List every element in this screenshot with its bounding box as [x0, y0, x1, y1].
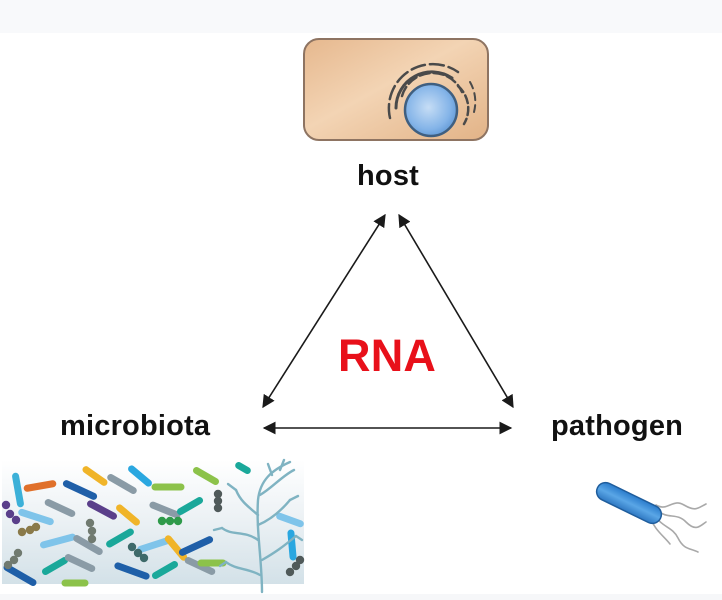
- microbe-rod: [137, 537, 171, 553]
- microbe-rod: [73, 535, 103, 555]
- microbe-rod: [44, 499, 76, 517]
- microbe-rod: [40, 533, 76, 549]
- microbiota-community-icon: [1, 458, 305, 594]
- hyphae-branch: [218, 560, 228, 568]
- hyphae-branch: [256, 460, 292, 594]
- microbe-rod: [12, 472, 24, 508]
- microbe-rod: [151, 561, 179, 579]
- microbe-rod: [235, 462, 251, 474]
- microbe-coccus: [31, 522, 41, 532]
- microbe-rod: [87, 500, 117, 520]
- microbe-rod: [106, 528, 134, 548]
- microbe-coccus: [17, 527, 27, 537]
- microbe-coccus: [87, 526, 97, 536]
- bottom-band: [0, 594, 722, 600]
- microbe-coccus: [3, 560, 13, 570]
- microbe-coccus: [5, 509, 15, 519]
- microbe-coccus: [127, 542, 137, 552]
- arrow-host-microbiota: [262, 213, 386, 409]
- microbe-coccus: [85, 518, 95, 528]
- microbe-rod: [18, 508, 54, 526]
- microbe-rod: [149, 501, 181, 519]
- hyphae-branch: [226, 482, 238, 492]
- microbe-rod: [287, 529, 297, 561]
- microbe-rod: [62, 480, 98, 500]
- microbe-coccus: [213, 503, 223, 513]
- microbe-rod: [64, 554, 96, 572]
- pathogen-label: pathogen: [551, 410, 684, 442]
- arrows: [262, 213, 514, 435]
- hyphae-branch: [288, 494, 300, 502]
- microbe-coccus: [213, 489, 223, 499]
- microbe-coccus: [133, 548, 143, 558]
- microbe-coccus: [291, 561, 301, 571]
- microbe-coccus: [13, 548, 23, 558]
- host-label: host: [357, 160, 420, 192]
- microbe-rod: [23, 480, 57, 492]
- microbe-rod: [276, 512, 304, 528]
- hyphae-branch: [294, 534, 304, 542]
- hyphae-branch: [260, 534, 298, 562]
- microbe-rod: [82, 466, 108, 486]
- hyphae-branch: [278, 458, 286, 472]
- microbe-coccus: [139, 553, 149, 563]
- hyphae-branch: [234, 488, 260, 517]
- microbe-coccus: [87, 534, 97, 544]
- microbe-coccus: [295, 555, 305, 565]
- microbe-coccus: [173, 516, 183, 526]
- bacterium-icon: [595, 481, 707, 553]
- microbe-rod: [116, 504, 140, 526]
- microbe-coccus: [285, 567, 295, 577]
- microbe-coccus: [1, 500, 11, 510]
- microbe-coccus: [9, 555, 19, 565]
- top-band: [0, 0, 722, 33]
- microbiota-label: microbiota: [60, 410, 211, 442]
- microbe-coccus: [157, 516, 167, 526]
- microbe-rod: [107, 474, 137, 494]
- microbe-coccus: [165, 516, 175, 526]
- microbe-coccus: [213, 496, 223, 506]
- microbe-rod: [192, 467, 220, 485]
- microbe-rod: [178, 536, 214, 556]
- microbe-rod: [176, 497, 204, 515]
- microbe-rod: [114, 562, 150, 580]
- arrow-host-pathogen: [398, 213, 514, 409]
- hyphae-branch: [266, 462, 274, 477]
- microbe-coccus: [11, 515, 21, 525]
- hyphae-branch: [256, 498, 292, 527]
- hyphae-branch: [258, 468, 296, 497]
- host-cell-icon: [303, 38, 489, 141]
- microbe-rod: [3, 564, 37, 586]
- rna-center-label: RNA: [338, 330, 437, 381]
- hyphae-branch: [224, 560, 262, 577]
- hyphae-branch: [220, 526, 260, 542]
- hyphae-branch: [212, 526, 224, 532]
- microbe-rod: [41, 557, 69, 575]
- microbe-rod: [128, 465, 152, 487]
